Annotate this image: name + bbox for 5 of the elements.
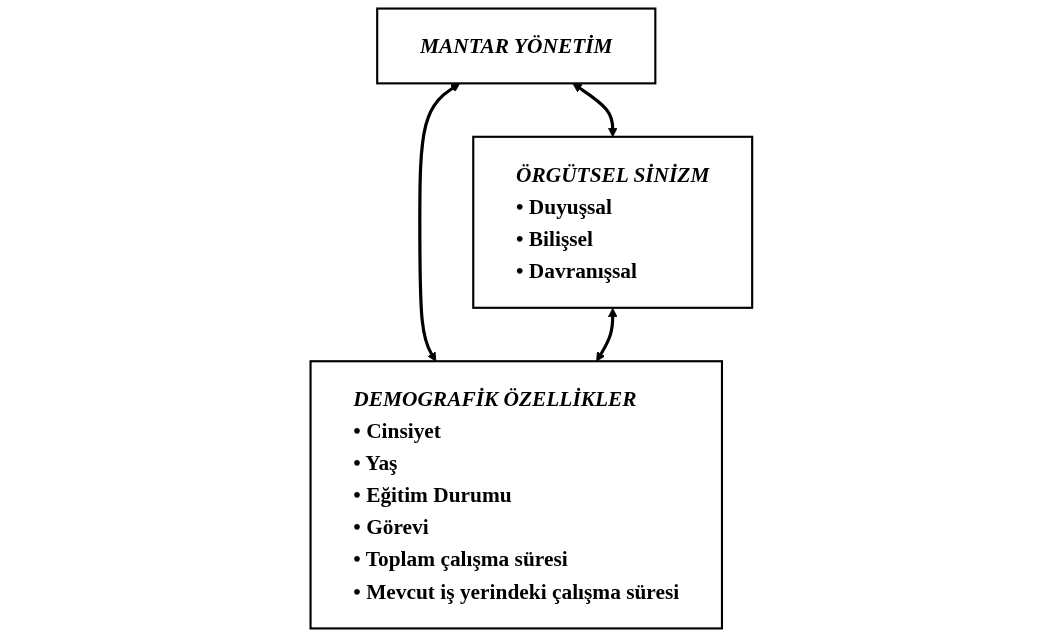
node-box: ÖRGÜTSEL SİNİZM • Duyuşsal • Bilişsel • Davranışsal [471, 135, 753, 309]
node-box: MANTAR YÖNETİM [375, 7, 657, 85]
node-box: DEMOGRAFİK ÖZELLİKLER • Cinsiyet • Yaş • Eğitim Durumu • Görevi • Toplam çalışma süresi • Mevcut iş yerindeki çalışma süresi [309, 360, 723, 630]
arrow [417, 83, 460, 362]
arrow [595, 307, 618, 362]
